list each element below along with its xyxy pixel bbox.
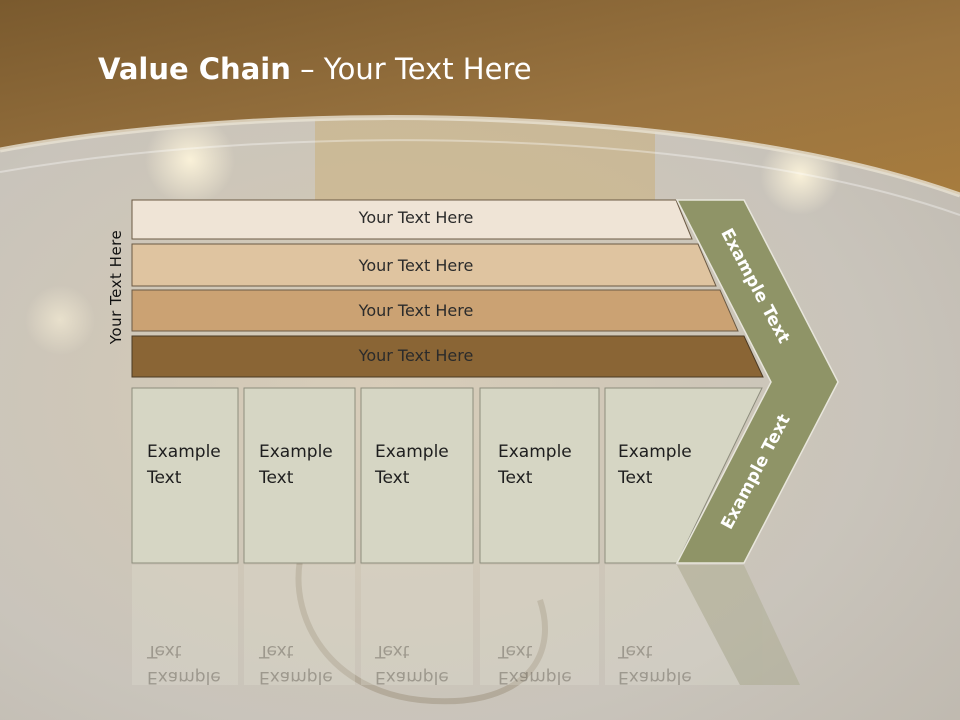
glass-shape	[295, 559, 548, 705]
band-label-3: Your Text Here	[358, 301, 474, 320]
chevron-arrow	[675, 199, 839, 564]
slide-title: Value Chain – Your Text Here	[98, 52, 532, 86]
reflection-text: Example Text	[618, 641, 692, 687]
activity-box-2	[243, 387, 356, 564]
reflection-text: Example Text	[498, 641, 572, 687]
activity-box-label-2: Example Text	[259, 442, 333, 488]
bokeh-light	[25, 285, 95, 355]
value-band-4	[131, 335, 764, 378]
header-band	[0, 0, 960, 195]
band-label-4: Your Text Here	[358, 346, 474, 365]
reflection-text: Example Text	[375, 641, 449, 687]
value-band-2	[131, 243, 717, 287]
bokeh-light	[145, 115, 235, 205]
activity-box-label-4: Example Text	[498, 442, 572, 488]
title-rest-text: – Your Text Here	[290, 52, 532, 86]
value-band-1	[131, 199, 693, 240]
title-bold-text: Value Chain	[98, 52, 291, 86]
activity-box-label-1: Example Text	[147, 442, 221, 488]
side-label: Your Text Here	[107, 229, 125, 345]
activity-box-label-5: Example Text	[618, 442, 692, 488]
activity-box-4	[479, 387, 600, 564]
reflection-text: Example Text	[259, 641, 333, 687]
activity-box-3	[360, 387, 474, 564]
reflection-text: Example Text	[147, 641, 221, 687]
activity-box-1	[131, 387, 239, 564]
band-label-1: Your Text Here	[358, 208, 474, 227]
reflection	[132, 565, 800, 685]
value-band-3	[131, 289, 739, 332]
band-label-2: Your Text Here	[358, 256, 474, 275]
activity-box-label-3: Example Text	[375, 442, 449, 488]
